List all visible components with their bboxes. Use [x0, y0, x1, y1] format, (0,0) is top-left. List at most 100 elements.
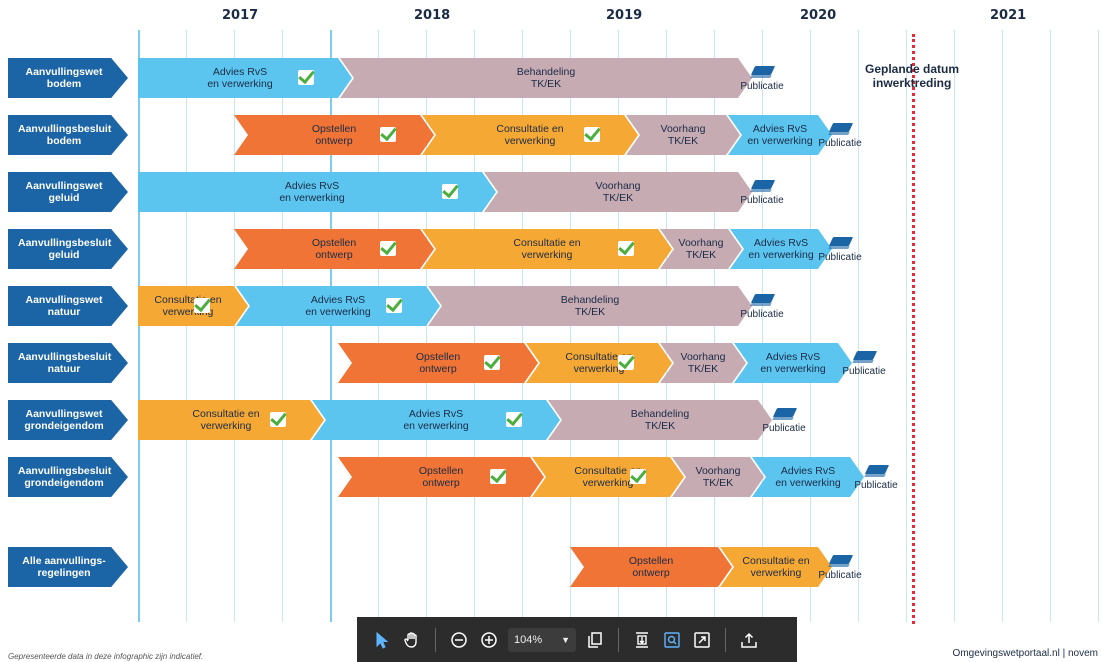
publication-label: Publicatie — [762, 423, 806, 434]
phase-label-line: ontwerp — [419, 363, 457, 375]
phase-label-line: Voorhang — [695, 465, 741, 477]
phase-label-line: TK/EK — [667, 135, 699, 147]
marquee-zoom-icon[interactable] — [657, 625, 687, 655]
row-label-text: Aanvullingswet — [25, 408, 103, 420]
publication-marker: Publicatie — [834, 351, 894, 377]
checkmark-icon — [194, 298, 210, 313]
book-icon — [852, 351, 878, 364]
row-label-text: natuur — [47, 363, 81, 375]
zoom-value: 104% — [514, 633, 543, 646]
checkmark-icon — [386, 298, 402, 313]
book-icon — [828, 555, 854, 568]
phase-label-line: Voorhang — [680, 351, 726, 363]
publication-label: Publicatie — [854, 480, 898, 491]
hand-tool-icon[interactable] — [397, 625, 427, 655]
phase-label-line: verwerking — [573, 363, 625, 375]
page-view-icon[interactable] — [580, 625, 610, 655]
phase-label-line: Opstellen — [418, 465, 464, 477]
phase-label-line: verwerking — [162, 306, 214, 318]
publication-marker: Publicatie — [732, 294, 792, 320]
viewer-toolbar: 104% ▼ — [357, 617, 797, 662]
phase-label-line: Consultatie en — [513, 237, 581, 249]
zoom-out-icon[interactable] — [444, 625, 474, 655]
checkmark-icon — [618, 241, 634, 256]
share-icon[interactable] — [734, 625, 764, 655]
phase-label-line: verwerking — [582, 477, 634, 489]
phase-label-line: TK/EK — [530, 78, 562, 90]
phase-label-line: Opstellen — [628, 555, 674, 567]
phase-label-line: TK/EK — [574, 306, 606, 318]
grid-line — [666, 30, 667, 622]
deadline-line — [912, 34, 915, 624]
row-label-text: regelingen — [37, 567, 91, 579]
grid-line — [474, 30, 475, 622]
row-label-text: Aanvullingsbesluit — [18, 351, 112, 363]
phase-label-line: Advies RvS — [212, 66, 268, 78]
zoom-select[interactable]: 104% ▼ — [508, 627, 576, 652]
grid-line — [810, 30, 811, 622]
phase-label-line: en verwerking — [747, 135, 813, 147]
publication-label: Publicatie — [740, 309, 784, 320]
row-label: Alle aanvullings-regelingen — [8, 547, 128, 587]
year-label-2020: 2020 — [800, 8, 837, 23]
checkmark-icon — [380, 241, 396, 256]
row-label-text: Aanvullingsbesluit — [18, 237, 112, 249]
book-icon — [750, 180, 776, 193]
deadline-label: Geplande datum inwerktreding — [852, 62, 972, 90]
fit-width-icon[interactable] — [627, 625, 657, 655]
phase-label-line: Advies RvS — [408, 408, 464, 420]
publication-label: Publicatie — [818, 252, 862, 263]
phase-label-line: TK/EK — [644, 420, 676, 432]
row-label-text: Aanvullingswet — [25, 66, 103, 78]
book-icon — [750, 294, 776, 307]
checkmark-icon — [506, 412, 522, 427]
phase-label-line: Consultatie en — [154, 294, 222, 306]
row-label-text: natuur — [47, 306, 81, 318]
zoom-in-icon[interactable] — [474, 625, 504, 655]
toolbar-separator — [435, 627, 436, 652]
publication-marker: Publicatie — [846, 465, 906, 491]
phase-label-line: Opstellen — [311, 237, 357, 249]
checkmark-icon — [484, 355, 500, 370]
row-label-text: bodem — [46, 135, 82, 147]
phase-label-line: ontwerp — [422, 477, 460, 489]
row-label-text: geluid — [48, 249, 80, 261]
book-icon — [828, 123, 854, 136]
phase-label-line: ontwerp — [632, 567, 670, 579]
grid-line — [186, 30, 187, 622]
phase-label-line: Consultatie en — [565, 351, 633, 363]
phase-label-line: en verwerking — [305, 306, 371, 318]
checkmark-icon — [618, 355, 634, 370]
select-tool-icon[interactable] — [367, 625, 397, 655]
publication-marker: Publicatie — [810, 123, 870, 149]
phase-label-line: en verwerking — [207, 78, 273, 90]
book-icon — [750, 66, 776, 79]
phase-label-line: en verwerking — [403, 420, 469, 432]
phase-label-line: en verwerking — [775, 477, 841, 489]
phase-label-line: Behandeling — [630, 408, 690, 420]
checkmark-icon — [584, 127, 600, 142]
phase-label-line: Voorhang — [660, 123, 706, 135]
full-screen-icon[interactable] — [687, 625, 717, 655]
grid-line — [954, 30, 955, 622]
phase-label-line: TK/EK — [702, 477, 734, 489]
